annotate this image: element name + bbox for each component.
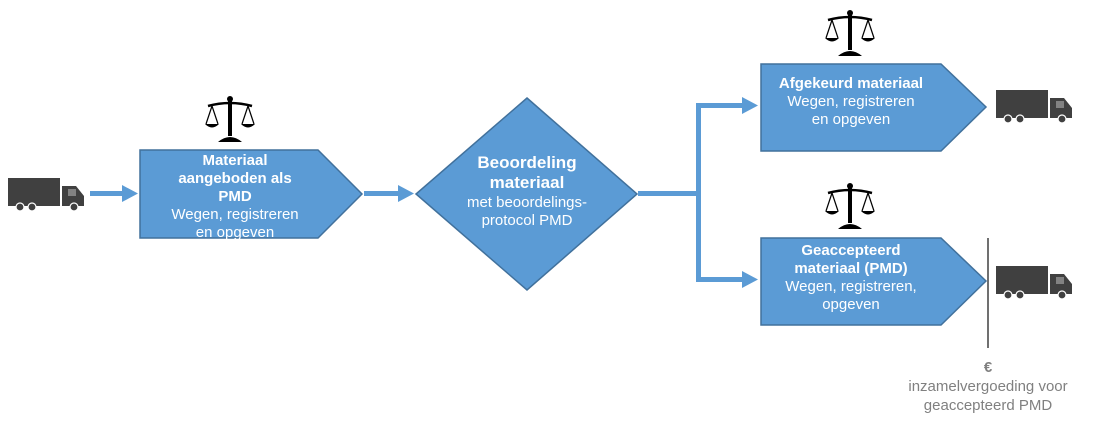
offered-sub1: Wegen, registreren: [171, 206, 299, 223]
rejected-sub2: en opgeven: [811, 111, 891, 128]
fee-line1: inzamelvergoeding voor: [908, 377, 1068, 395]
scale-icon: [204, 94, 256, 144]
assessment-title1: Beoordeling: [477, 153, 577, 172]
offered-box: [139, 149, 364, 239]
accepted-title1: Geaccepteerd: [801, 242, 901, 259]
accepted-sub1: Wegen, registreren,: [785, 278, 917, 295]
offered-title: Materiaal aangeboden als PMD: [178, 152, 292, 205]
truck-icon: [8, 177, 85, 212]
accepted-title2: materiaal (PMD): [794, 260, 908, 277]
assessment-sub1: met beoordelings-: [466, 193, 588, 211]
accepted-label: Geaccepteerd materiaal (PMD) Wegen, regi…: [761, 242, 941, 314]
rejected-label: Afgekeurd materiaal Wegen, registreren e…: [761, 75, 941, 129]
arrow-assessment-split: [638, 97, 758, 288]
rejected-box: [760, 63, 988, 152]
arrow-truck-to-offered: [90, 185, 138, 202]
assessment-title2: materiaal: [489, 173, 565, 193]
scale-icon: [824, 8, 876, 58]
assessment-diamond: [414, 97, 639, 291]
accepted-sub2: opgeven: [822, 296, 880, 313]
assessment-sub2: protocol PMD: [481, 211, 573, 229]
offered-label: Materiaal aangeboden als PMD Wegen, regi…: [140, 152, 330, 242]
rejected-sub1: Wegen, registreren: [787, 93, 915, 110]
fee-currency: €: [983, 359, 993, 376]
fee-note: € inzamelvergoeding voor geaccepteerd PM…: [888, 359, 1088, 415]
accepted-box: [760, 237, 988, 326]
truck-icon: [996, 265, 1073, 300]
arrow-offered-to-assessment: [364, 185, 414, 202]
assessment-label: Beoordeling materiaal met beoordelings- …: [432, 153, 622, 230]
rejected-title: Afgekeurd materiaal: [778, 75, 924, 92]
truck-icon: [996, 89, 1073, 124]
offered-sub2: en opgeven: [195, 224, 275, 241]
fee-line2: geaccepteerd PMD: [923, 396, 1053, 414]
scale-icon: [824, 181, 876, 231]
